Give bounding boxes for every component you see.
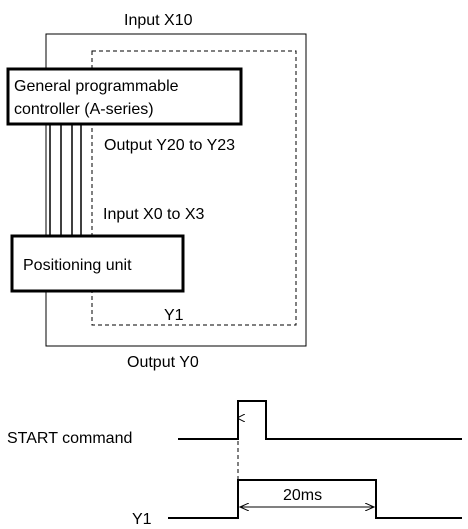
plc-box [6,67,243,126]
start-command-waveform [178,400,462,440]
y1-loop-label: Y1 [164,307,184,324]
y1-dashed-loop [91,50,297,326]
input-x10-label: Input X10 [124,12,193,29]
input-x0-x3-label: Input X0 to X3 [103,206,205,223]
positioning-unit-box [10,234,185,293]
pulse-width-label: 20ms [283,487,322,504]
outer-wiring-loop [45,33,307,347]
positioning-unit-label: Positioning unit [23,257,132,274]
y1-signal-label: Y1 [132,511,152,528]
plc-label-line2: controller (A-series) [14,101,154,118]
y1-waveform [168,479,462,519]
output-y0-label: Output Y0 [127,354,199,371]
start-command-label: START command [7,430,132,447]
output-y20-y23-label: Output Y20 to Y23 [104,137,235,154]
plc-label-line1: General programmable [14,78,179,95]
